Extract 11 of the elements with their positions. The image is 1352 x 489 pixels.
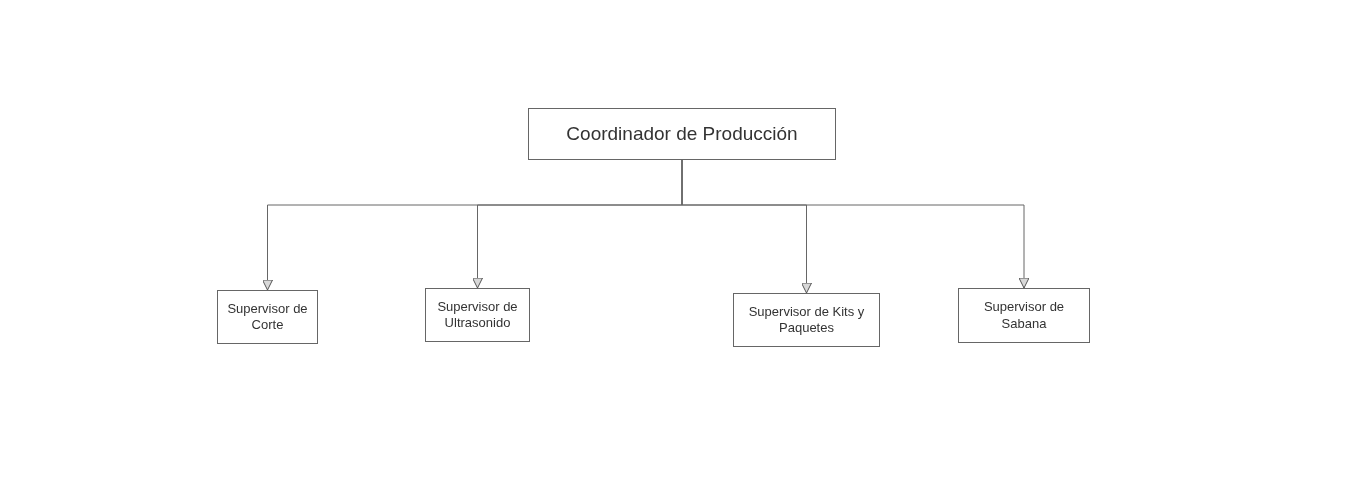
role-title: Supervisor de Corte	[226, 300, 309, 334]
role-title: Supervisor de Kits y Paquetes	[747, 303, 866, 337]
role-title: Coordinador de Producción	[566, 122, 798, 146]
role-title: Supervisor de Ultrasonido	[436, 298, 519, 332]
org-box	[217, 290, 318, 344]
org-box	[958, 288, 1090, 343]
org-box	[733, 293, 880, 347]
role-title: Supervisor de Sabana	[982, 299, 1066, 332]
connector-arrow	[681, 159, 1030, 289]
org-box	[425, 288, 530, 342]
org-box	[528, 108, 836, 160]
